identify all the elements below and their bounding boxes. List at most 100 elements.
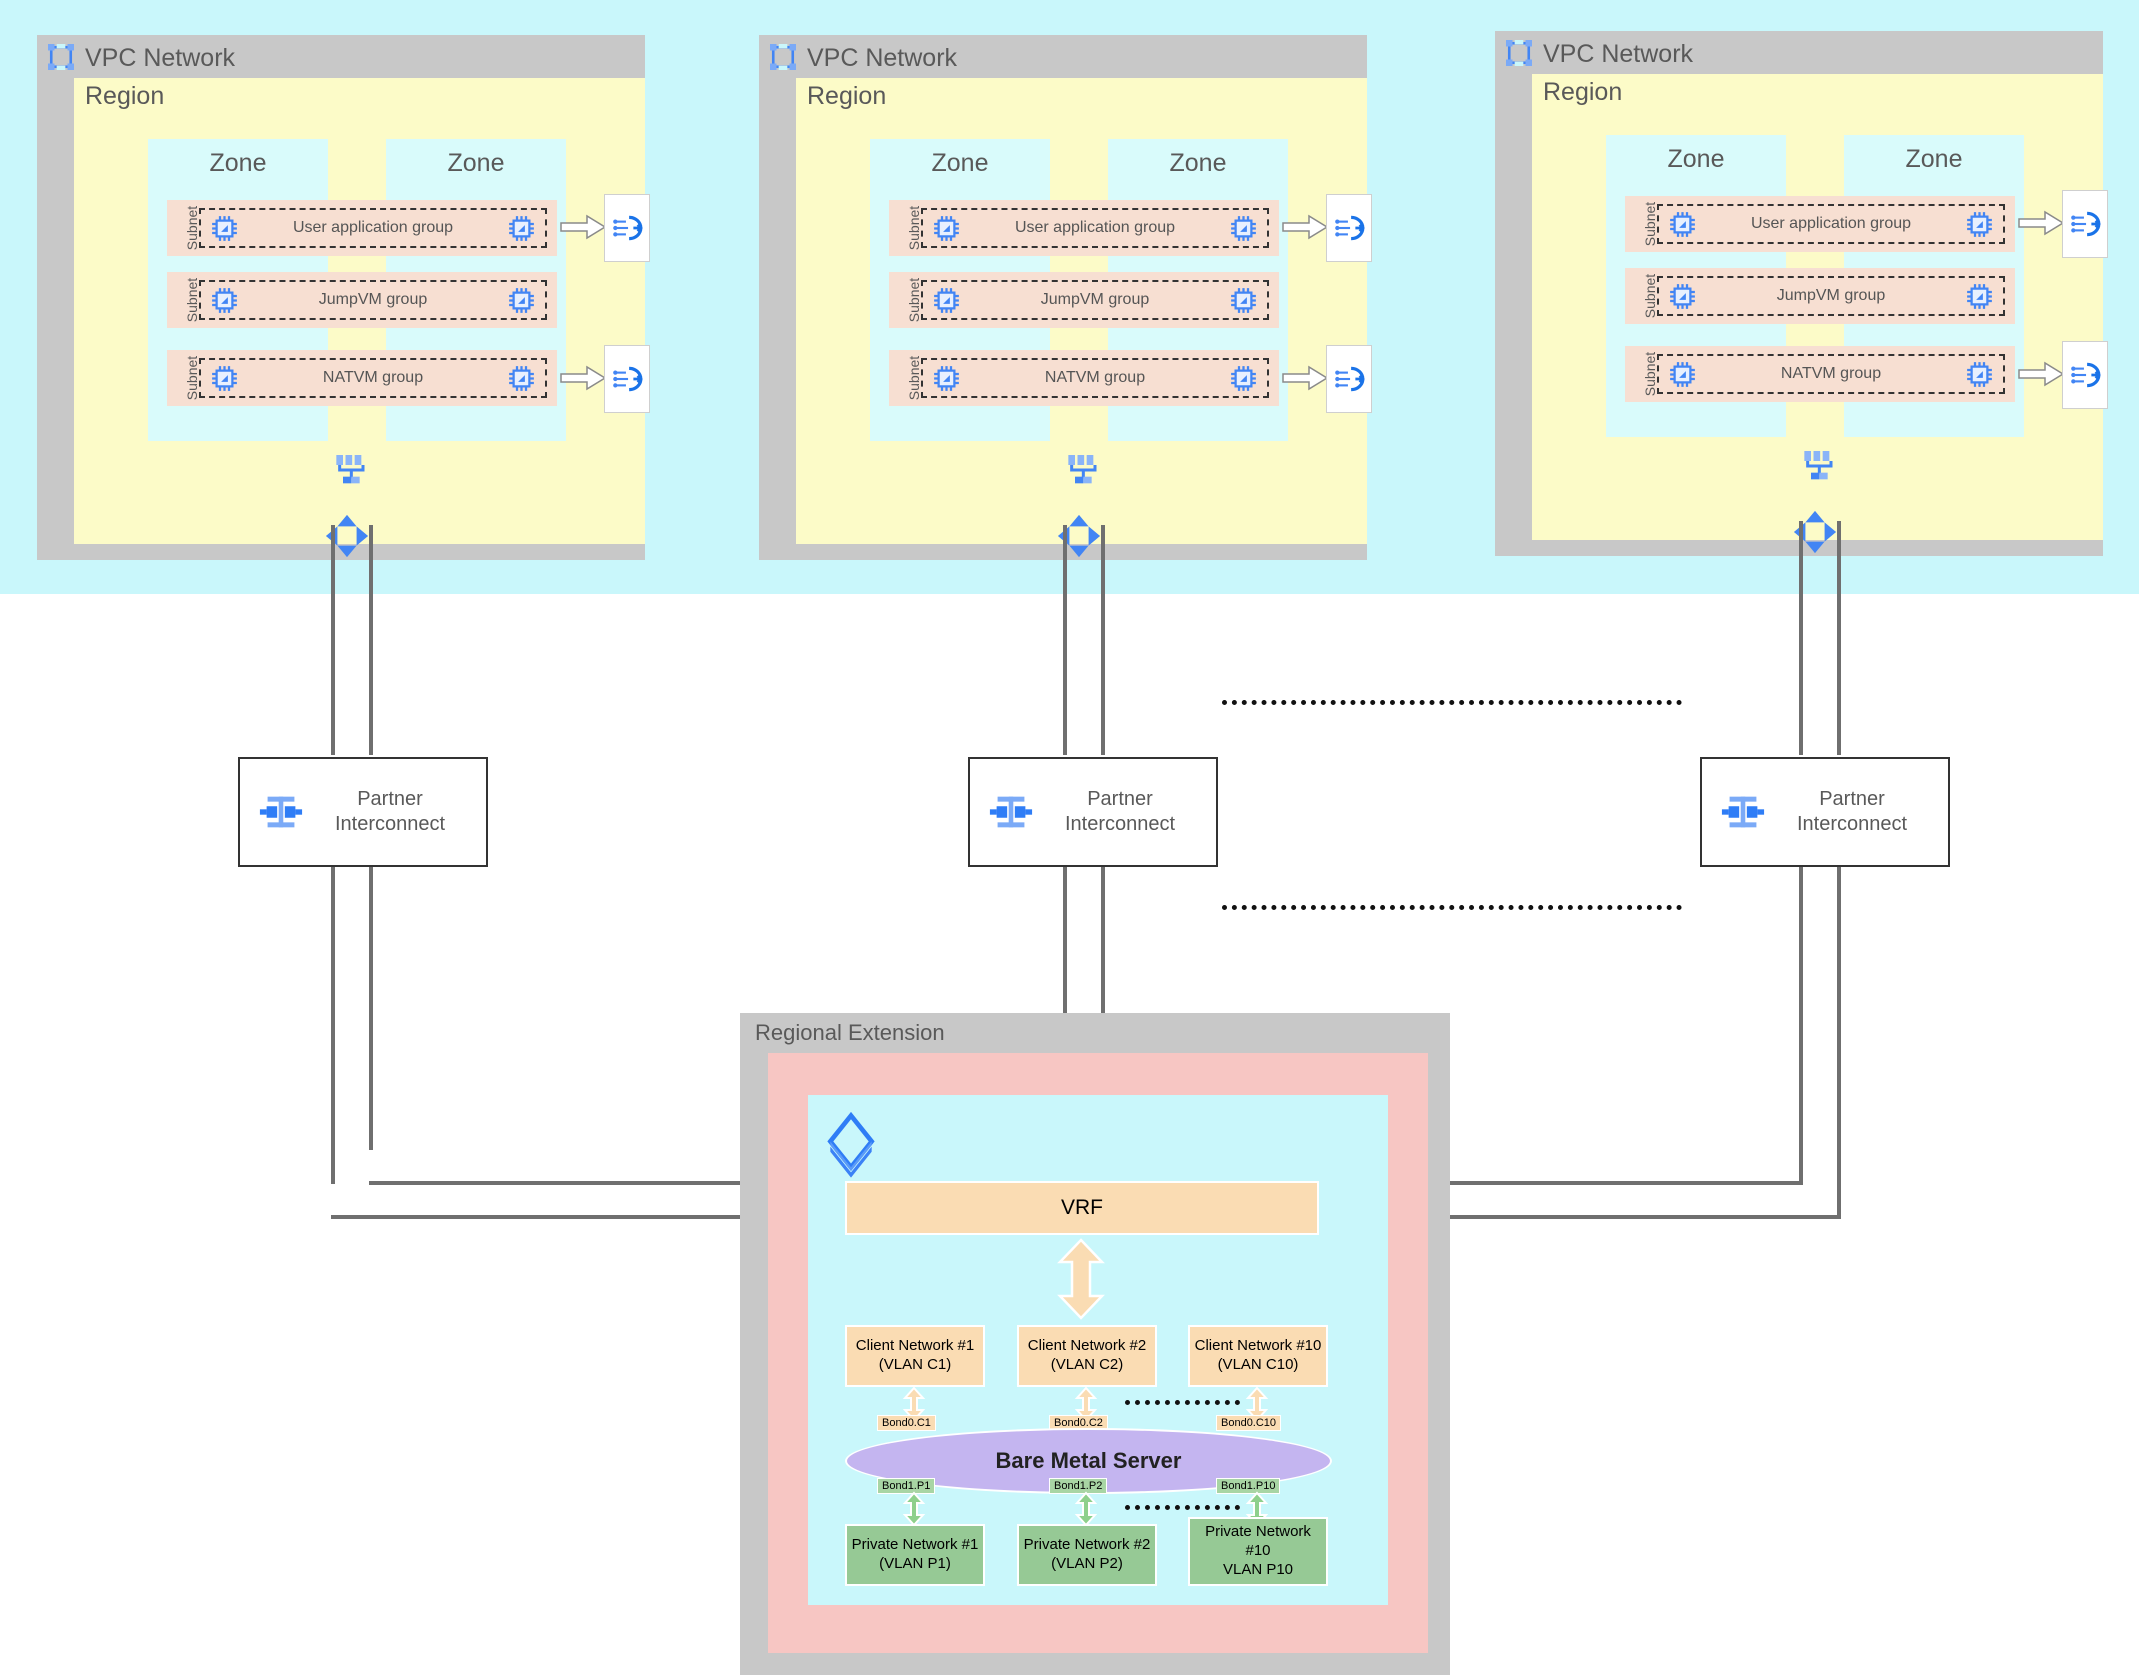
connector-vpc1-pi1-right — [369, 525, 373, 755]
vm-instance-icon — [1669, 211, 1696, 238]
connector-pi3-h-outer — [1320, 1215, 1841, 1219]
traffic-arrow — [1282, 214, 1329, 240]
instance-group-user-application-2: User application group — [921, 208, 1269, 248]
subnet-3-3: Subnet NATVM group — [1625, 346, 2015, 402]
bond1-p2-tag: Bond1.P2 — [1049, 1478, 1108, 1494]
group-label: JumpVM group — [318, 291, 428, 308]
vm-instance-icon — [508, 287, 535, 314]
connector-pi3-h-inner — [1320, 1181, 1803, 1185]
zone-label: Zone — [209, 149, 267, 177]
connector-vpc1-pi1-left — [331, 525, 335, 755]
connector-pi3-down-right — [1837, 867, 1841, 1218]
cloud-nat-gateway-2-b — [1326, 345, 1372, 413]
partner-interconnect-icon — [1720, 789, 1766, 835]
cloud-nat-gateway-2-a — [1326, 194, 1372, 262]
subnet-3-1: Subnet User application group — [1625, 196, 2015, 252]
connector-pi3-down-left — [1799, 867, 1803, 1184]
subnet-2-1: Subnet User application group — [889, 200, 1279, 256]
connector-vpc2-pi2-right — [1101, 525, 1105, 755]
vrf-box: VRF — [845, 1181, 1319, 1235]
zone-label: Zone — [1667, 145, 1725, 173]
subnet-label: Subnet — [184, 355, 201, 401]
vm-instance-icon — [1230, 365, 1257, 392]
ellipsis-separator-bottom — [1222, 905, 1682, 910]
subnet-label: Subnet — [1642, 273, 1659, 319]
bond0-c10-tag: Bond0.C10 — [1216, 1415, 1282, 1431]
instance-group-jumpvm-1: JumpVM group — [199, 280, 547, 320]
connector-vpc3-pi3-right — [1837, 521, 1841, 755]
vm-instance-icon — [1669, 361, 1696, 388]
cloud-router-icon-2 — [1065, 450, 1105, 490]
instance-group-jumpvm-3: JumpVM group — [1657, 276, 2005, 316]
subnet-label: Subnet — [1642, 201, 1659, 247]
cloud-nat-gateway-3-a — [2062, 190, 2108, 258]
group-label: User application group — [292, 219, 454, 236]
region-label-1: Region — [85, 82, 165, 110]
vm-instance-icon — [1230, 215, 1257, 242]
vpc-title-1: VPC Network — [85, 44, 236, 72]
instance-group-natvm-2: NATVM group — [921, 358, 1269, 398]
private-bond-arrow-1 — [902, 1491, 926, 1527]
traffic-arrow — [560, 214, 607, 240]
vm-instance-icon — [1966, 361, 1993, 388]
private-network-1: Private Network #1 (VLAN P1) — [845, 1524, 985, 1586]
group-label: User application group — [1014, 219, 1176, 236]
connector-pi1-down-right — [369, 867, 373, 1150]
client-network-2: Client Network #2 (VLAN C2) — [1017, 1325, 1157, 1387]
subnet-label: Subnet — [184, 277, 201, 323]
traffic-arrow — [2018, 361, 2065, 387]
vm-instance-icon — [933, 365, 960, 392]
client-network-ellipsis — [1125, 1400, 1240, 1405]
subnet-1-3: Subnet NATVM group — [167, 350, 557, 406]
connector-pi1-h-outer — [331, 1215, 841, 1219]
instance-group-natvm-3: NATVM group — [1657, 354, 2005, 394]
subnet-1-1: Subnet User application group — [167, 200, 557, 256]
subnet-label: Subnet — [1642, 351, 1659, 397]
cloud-router-icon-3 — [1801, 446, 1841, 486]
private-network-ellipsis — [1125, 1505, 1240, 1510]
connector-vpc2-pi2-left — [1063, 525, 1067, 755]
vm-instance-icon — [508, 215, 535, 242]
subnet-label: Subnet — [184, 205, 201, 251]
zone-label: Zone — [1905, 145, 1963, 173]
ellipsis-separator-top — [1222, 700, 1682, 705]
layers-stack-icon — [820, 1110, 882, 1178]
vpc-network-icon — [770, 44, 796, 70]
partner-interconnect-icon — [258, 789, 304, 835]
vm-instance-icon — [1230, 287, 1257, 314]
vpc-title-2: VPC Network — [807, 44, 958, 72]
vpc-network-icon — [48, 44, 74, 70]
cloud-router-icon-1 — [333, 450, 373, 490]
client-network-10: Client Network #10 (VLAN C10) — [1188, 1325, 1328, 1387]
subnet-label: Subnet — [906, 205, 923, 251]
bond0-c2-tag: Bond0.C2 — [1049, 1415, 1108, 1431]
partner-interconnect-icon — [988, 789, 1034, 835]
cloud-nat-gateway-3-b — [2062, 341, 2108, 409]
vm-instance-icon — [211, 287, 238, 314]
vm-instance-icon — [933, 215, 960, 242]
vm-instance-icon — [211, 215, 238, 242]
traffic-arrow — [2018, 210, 2065, 236]
zone-label: Zone — [447, 149, 505, 177]
zone-label: Zone — [931, 149, 989, 177]
connector-vpc3-pi3-left — [1799, 521, 1803, 755]
private-bond-arrow-2 — [1074, 1491, 1098, 1527]
zone-label: Zone — [1169, 149, 1227, 177]
group-label: NATVM group — [1044, 369, 1146, 386]
instance-group-user-application-1: User application group — [199, 208, 547, 248]
subnet-label: Subnet — [906, 355, 923, 401]
connector-pi1-h-inner — [369, 1181, 841, 1185]
group-label: User application group — [1750, 215, 1912, 232]
private-network-10: Private Network #10 VLAN P10 — [1188, 1517, 1328, 1586]
traffic-arrow — [560, 365, 607, 391]
vpc-title-3: VPC Network — [1543, 40, 1694, 68]
vpc-network-icon — [1506, 40, 1532, 66]
subnet-3-2: Subnet JumpVM group — [1625, 268, 2015, 324]
bond1-p1-tag: Bond1.P1 — [877, 1478, 936, 1494]
